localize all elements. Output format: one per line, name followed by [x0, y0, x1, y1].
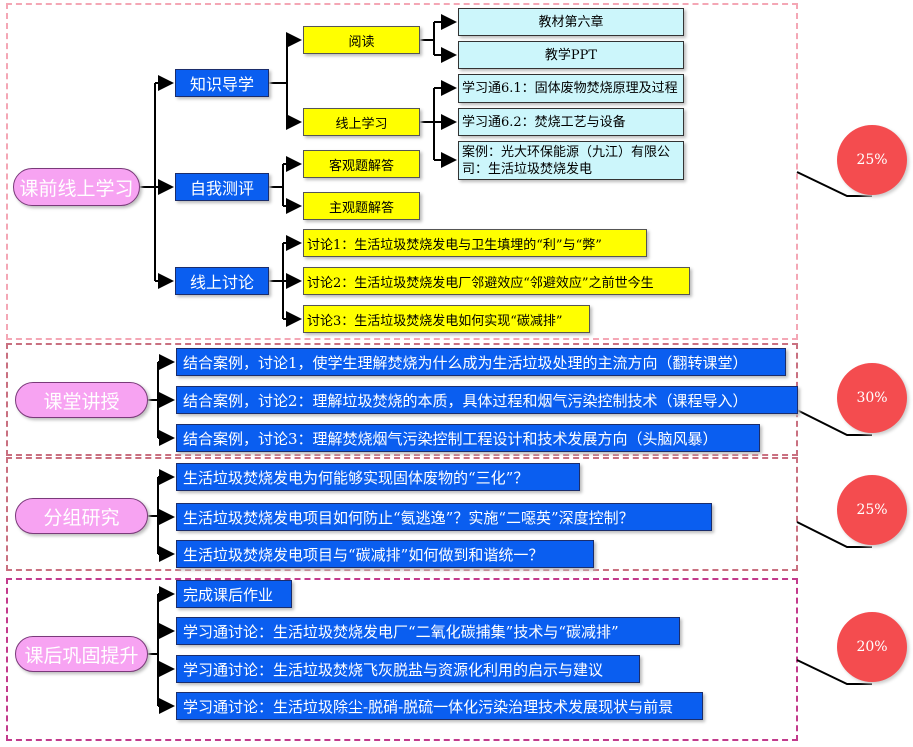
section-post-class	[6, 578, 798, 741]
section-pre-class	[6, 3, 798, 340]
node-online-learning: 线上学习	[303, 108, 420, 136]
section-group-research	[6, 457, 798, 571]
node-reading: 阅读	[303, 26, 420, 54]
post-item-1: 完成课后作业	[176, 580, 292, 608]
weight-circle-pre-class: 25%	[837, 125, 907, 195]
post-item-2: 学习通讨论：生活垃圾焚烧发电厂“二氧化碳捕集”技术与“碳减排”	[176, 617, 680, 645]
branch-self-assessment: 自我测评	[175, 173, 269, 201]
weight-circle-post-class: 20%	[837, 612, 907, 682]
post-item-4: 学习通讨论：生活垃圾除尘-脱硝-脱硫一体化污染治理技术发展现状与前景	[176, 692, 703, 720]
research-item-3: 生活垃圾焚烧发电项目与“碳减排”如何做到和谐统一？	[176, 540, 594, 568]
root-node-post-class: 课后巩固提升	[15, 636, 148, 672]
branch-online-discussion: 线上讨论	[175, 267, 269, 295]
node-subjective-answers: 主观题解答	[303, 192, 420, 220]
leaf-xuexitong-6-2: 学习通6.2：焚烧工艺与设备	[458, 108, 684, 136]
lecture-item-2: 结合案例，讨论2：理解垃圾焚烧的本质，具体过程和烟气污染控制技术（课程导入）	[176, 386, 798, 414]
leaf-case-study: 案例：光大环保能源（九江）有限公司：生活垃圾焚烧发电	[458, 141, 684, 180]
leaf-teaching-ppt: 教学PPT	[458, 41, 684, 69]
node-discussion-2: 讨论2：生活垃圾焚烧发电厂邻避效应“邻避效应”之前世今生	[303, 267, 690, 295]
post-item-3: 学习通讨论：生活垃圾焚烧飞灰脱盐与资源化利用的启示与建议	[176, 655, 640, 683]
leaf-textbook-chapter6: 教材第六章	[458, 8, 684, 36]
weight-circle-group-research: 25%	[837, 475, 907, 545]
root-node-pre-class: 课前线上学习	[13, 168, 140, 206]
research-item-2: 生活垃圾焚烧发电项目如何防止“氨逃逸”？实施“二噁英”深度控制？	[176, 503, 712, 531]
leaf-xuexitong-6-1: 学习通6.1：固体废物焚烧原理及过程	[458, 74, 684, 103]
lecture-item-1: 结合案例，讨论1，使学生理解焚烧为什么成为生活垃圾处理的主流方向（翻转课堂）	[176, 348, 786, 376]
branch-knowledge-guide: 知识导学	[175, 69, 269, 97]
weight-circle-lecture: 30%	[837, 363, 907, 433]
lecture-item-3: 结合案例，讨论3：理解焚烧烟气污染控制工程设计和技术发展方向（头脑风暴）	[176, 424, 760, 452]
node-discussion-1: 讨论1：生活垃圾焚烧发电与卫生填埋的“利”与“弊”	[303, 229, 647, 257]
root-node-group-research: 分组研究	[15, 498, 148, 534]
research-item-1: 生活垃圾焚烧发电为何能够实现固体废物的“三化”？	[176, 463, 580, 491]
root-node-lecture: 课堂讲授	[15, 382, 148, 418]
node-discussion-3: 讨论3：生活垃圾焚烧发电如何实现“碳减排”	[303, 305, 590, 333]
node-objective-answers: 客观题解答	[303, 150, 420, 178]
